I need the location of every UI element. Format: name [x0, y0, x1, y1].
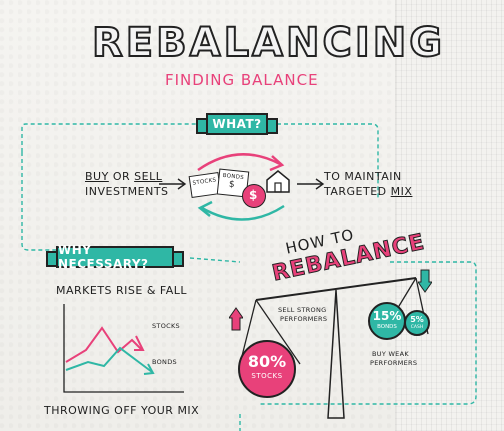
house-icon [266, 170, 290, 193]
what-result-line2: TARGETED MIX [324, 185, 412, 198]
cash-allocation-circle: 5% CASH [404, 310, 430, 336]
buy-text-line1: BUY WEAK [372, 350, 409, 358]
scale-beam [255, 277, 417, 301]
series-bonds-label: BONDS [152, 358, 177, 366]
targeted-word: TARGETED [324, 185, 387, 198]
sell-word: SELL [134, 170, 163, 183]
why-ribbon-tail-right [172, 251, 184, 267]
bonds-allocation-circle: 15% BONDS [368, 302, 406, 340]
arrow-cycle-icon [197, 153, 285, 221]
bond-certificate-symbol: $ [228, 179, 236, 191]
bonds-arrow [143, 363, 155, 375]
buy-text-line2: PERFORMERS [370, 359, 418, 367]
what-action-line2: INVESTMENTS [85, 185, 169, 198]
money-bag-icon: $ [242, 184, 266, 208]
what-ribbon-tail-left [196, 118, 208, 134]
what-ribbon-label: WHAT? [212, 117, 262, 131]
stocks-line [65, 326, 143, 363]
why-ribbon-tail-left [46, 251, 58, 267]
buy-word: BUY [85, 170, 109, 183]
stock-certificate-label: STOCKS [192, 177, 217, 187]
what-result-line1: TO MAINTAIN [324, 170, 402, 183]
what-ribbon-tail-right [266, 118, 278, 134]
cash-allocation-pct: 5% [410, 315, 424, 324]
page-title: REBALANCING [91, 19, 446, 67]
what-ribbon: WHAT? [206, 113, 268, 135]
chart-axes [63, 304, 184, 393]
stocks-allocation-label: STOCKS [251, 372, 283, 380]
up-arrow-icon [229, 307, 243, 331]
cash-allocation-label: CASH [410, 325, 424, 330]
arrow-right-icon-2 [297, 178, 325, 190]
why-ribbon-label: WHY NECESSARY? [58, 243, 149, 271]
why-caption-top: MARKETS RISE & FALL [56, 284, 188, 297]
bonds-allocation-pct: 15% [372, 309, 402, 323]
scale-stand [327, 289, 345, 419]
bonds-allocation-label: BONDS [377, 324, 397, 330]
series-stocks-label: STOCKS [152, 322, 180, 330]
arrow-right-icon [159, 178, 187, 190]
page-subtitle: FINDING BALANCE [165, 71, 319, 89]
scale-left-string-2 [255, 299, 301, 365]
stocks-allocation-circle: 80% STOCKS [238, 340, 296, 398]
stocks-allocation-pct: 80% [247, 352, 287, 371]
down-arrow-icon [418, 269, 432, 293]
bonds-line [65, 346, 153, 373]
sell-text-line1: SELL STRONG [278, 306, 327, 314]
what-action: BUY OR SELL [85, 170, 162, 183]
stocks-arrow [134, 335, 145, 351]
napkin-folded-edge [395, 0, 504, 431]
money-bag-symbol: $ [249, 188, 258, 202]
markets-line-chart [63, 304, 184, 393]
or-word: OR [112, 170, 131, 183]
mix-word: MIX [390, 185, 413, 198]
sell-text-line2: PERFORMERS [280, 315, 328, 323]
why-ribbon: WHY NECESSARY? [56, 243, 174, 271]
why-caption-bottom: THROWING OFF YOUR MIX [44, 404, 200, 417]
